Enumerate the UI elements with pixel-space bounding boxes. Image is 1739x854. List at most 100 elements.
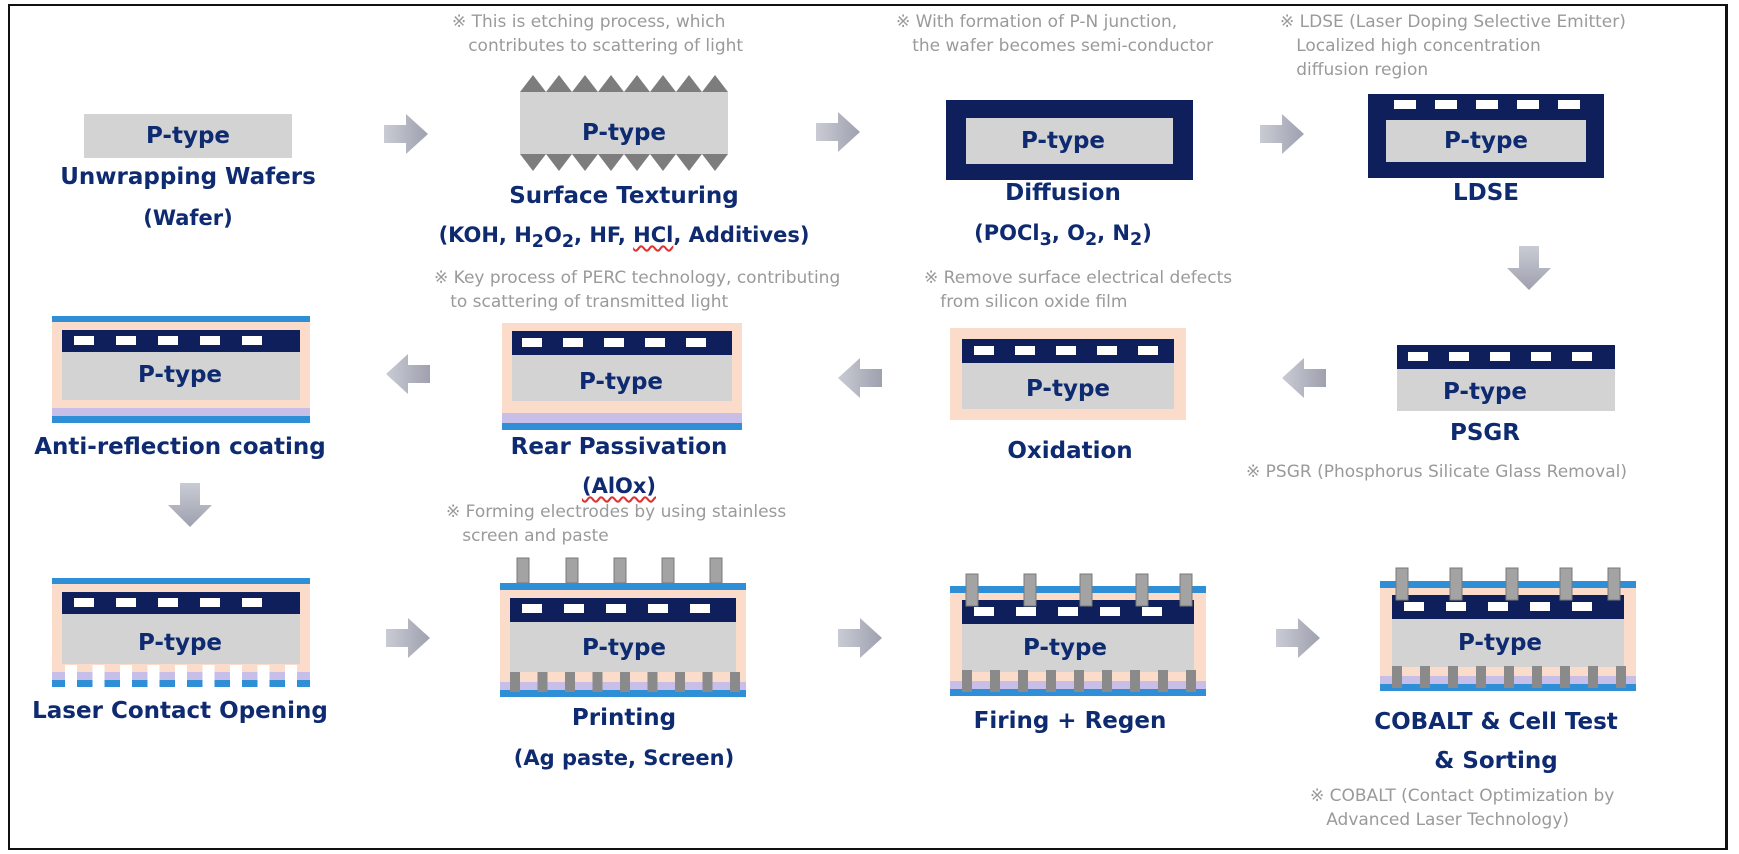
front-finger: [1079, 573, 1093, 607]
arrow-shape: [386, 354, 430, 394]
front-finger: [661, 557, 675, 584]
step-title-diffusion: Diffusion: [1005, 180, 1121, 206]
step-sub-printing: (Ag paste, Screen): [513, 746, 735, 770]
rear-contact: [1392, 666, 1402, 688]
arc-layer: [950, 586, 1206, 593]
laser-opening: [65, 665, 77, 687]
wafer-label-oxidation: P-type: [1025, 376, 1111, 402]
front-finger: [1023, 573, 1037, 607]
emitter-opening: [1531, 352, 1551, 361]
step-title-anti-reflection: Anti-reflection coating: [34, 434, 326, 460]
note-ldse: ※ LDSE (Laser Doping Selective Emitter) …: [1280, 12, 1626, 80]
emitter-opening: [1142, 607, 1162, 616]
rear-contact: [1158, 670, 1168, 692]
sub-text: (POCl: [974, 221, 1040, 245]
laser-opening: [175, 665, 187, 687]
emitter-opening: [974, 607, 994, 616]
emitter-opening: [74, 598, 94, 607]
rear-contact: [1046, 670, 1056, 692]
emitter-opening: [1138, 346, 1158, 355]
wafer-label-unwrapping: P-type: [145, 123, 231, 149]
note-printing: ※ Forming electrodes by using stainless …: [446, 502, 787, 546]
emitter-opening: [74, 336, 94, 345]
rear-contact: [990, 670, 1000, 692]
sub-text: (AlOx): [581, 474, 657, 498]
arrow-shape: [838, 358, 882, 398]
front-finger: [565, 557, 579, 584]
rear-contact: [1186, 670, 1196, 692]
step-title-texturing: Surface Texturing: [509, 183, 739, 209]
laser-opening: [230, 665, 242, 687]
step-title-printing: Printing: [571, 705, 677, 731]
emitter-opening: [1404, 602, 1424, 611]
emitter-opening: [1015, 346, 1035, 355]
flow-arrow-left: [386, 354, 430, 394]
note-texturing: ※ This is etching process, which contrib…: [452, 12, 744, 56]
wafer-body: [62, 614, 300, 664]
emitter-opening: [1435, 100, 1457, 109]
arrow-shape: [386, 618, 430, 658]
laser-opening: [92, 665, 105, 687]
wafer-label-laser-contact: P-type: [137, 630, 223, 656]
emitter-opening: [563, 338, 583, 347]
flow-arrow-left: [838, 358, 882, 398]
emitter-opening: [686, 338, 706, 347]
note-oxidation: ※ Remove surface electrical defects from…: [924, 268, 1233, 312]
laser-opening: [257, 665, 270, 687]
sub-text: 2: [531, 232, 544, 253]
rear-contact: [565, 672, 575, 692]
sub-text: 2: [1130, 230, 1143, 251]
arrow-shape: [384, 114, 428, 154]
figure-frame: [8, 4, 1728, 850]
wafer-label-rear-passivation: P-type: [578, 369, 664, 395]
arc-layer: [52, 578, 310, 584]
wafer-body: [962, 363, 1174, 409]
emitter-layer: [62, 592, 300, 614]
front-finger: [1607, 567, 1621, 601]
note-psgr: ※ PSGR (Phosphorus Silicate Glass Remova…: [1246, 462, 1627, 482]
emitter-opening: [242, 336, 262, 345]
emitter-opening: [1558, 100, 1580, 109]
step-title-unwrapping: Unwrapping Wafers: [60, 164, 316, 190]
step-title-ldse: LDSE: [1452, 180, 1520, 206]
wafer-label-cobalt: P-type: [1457, 630, 1543, 656]
flow-arrow-right: [1276, 618, 1320, 658]
flow-arrow-right: [838, 618, 882, 658]
front-finger: [1559, 567, 1573, 601]
emitter-opening: [1449, 352, 1469, 361]
sub-text: O: [543, 223, 562, 247]
rear-contact: [702, 672, 713, 692]
step-sub-rear-passivation: (AlOx): [469, 474, 769, 498]
emitter-opening: [1488, 602, 1508, 611]
step-title-cobalt: COBALT & Cell Test: [1374, 709, 1618, 735]
wafer-label-texturing: P-type: [581, 120, 667, 146]
rear-contact: [1616, 666, 1626, 688]
rear-coating: [502, 423, 742, 430]
rear-coating: [500, 690, 746, 697]
emitter-opening: [1572, 602, 1592, 611]
wafer-body: [520, 92, 728, 154]
emitter-opening: [648, 604, 668, 613]
front-finger: [1505, 567, 1519, 601]
step-title-oxidation: Oxidation: [1007, 438, 1133, 464]
emitter-opening: [200, 598, 220, 607]
front-finger: [613, 557, 627, 584]
emitter-opening: [974, 346, 994, 355]
rear-contact: [1588, 666, 1598, 688]
arrow-shape: [816, 112, 860, 152]
flow-arrow-right: [816, 112, 860, 152]
front-finger: [965, 573, 979, 607]
note-rear-passivation: ※ Key process of PERC technology, contri…: [434, 268, 841, 312]
rear-contact: [592, 672, 603, 692]
emitter-opening: [1056, 346, 1076, 355]
sub-text: 2: [561, 232, 575, 253]
sub-text: 3: [1039, 230, 1052, 251]
emitter-opening: [200, 336, 220, 345]
front-finger: [1395, 567, 1409, 601]
rear-contact: [1130, 670, 1140, 692]
emitter-opening: [1446, 602, 1466, 611]
arrow-shape: [1507, 246, 1551, 290]
rear-contact: [1018, 670, 1028, 692]
rear-contact: [1560, 666, 1570, 688]
rear-contact: [1504, 666, 1514, 688]
